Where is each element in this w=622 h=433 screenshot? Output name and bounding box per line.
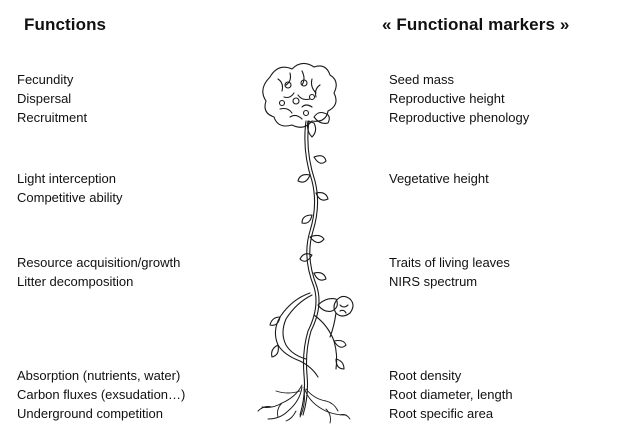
function-label: Light interception [17,169,123,188]
flower-cluster [263,63,336,127]
function-label: Underground competition [17,404,185,423]
functions-group-roots: Absorption (nutrients, water) Carbon flu… [17,366,185,423]
function-label: Recruitment [17,108,87,127]
marker-label: Reproductive phenology [389,108,529,127]
marker-label: Reproductive height [389,89,529,108]
function-label: Carbon fluxes (exsudation…) [17,385,185,404]
function-label: Litter decomposition [17,272,180,291]
markers-group-resources: Traits of living leaves NIRS spectrum [389,253,510,291]
functional-markers-heading: « Functional markers » [382,15,569,35]
marker-label: Traits of living leaves [389,253,510,272]
markers-group-roots: Root density Root diameter, length Root … [389,366,513,423]
side-branches [270,293,353,377]
functions-group-reproduction: Fecundity Dispersal Recruitment [17,70,87,127]
function-label: Competitive ability [17,188,123,207]
functions-heading: Functions [24,15,106,35]
marker-label: Root density [389,366,513,385]
marker-label: Root specific area [389,404,513,423]
marker-label: NIRS spectrum [389,272,510,291]
function-label: Absorption (nutrients, water) [17,366,185,385]
function-label: Dispersal [17,89,87,108]
functions-group-resources: Resource acquisition/growth Litter decom… [17,253,180,291]
function-label: Resource acquisition/growth [17,253,180,272]
marker-label: Root diameter, length [389,385,513,404]
plant-illustration [240,55,370,433]
functions-group-light: Light interception Competitive ability [17,169,123,207]
markers-group-reproduction: Seed mass Reproductive height Reproducti… [389,70,529,127]
marker-label: Vegetative height [389,169,489,188]
roots [258,385,350,423]
function-label: Fecundity [17,70,87,89]
marker-label: Seed mass [389,70,529,89]
markers-group-light: Vegetative height [389,169,489,188]
